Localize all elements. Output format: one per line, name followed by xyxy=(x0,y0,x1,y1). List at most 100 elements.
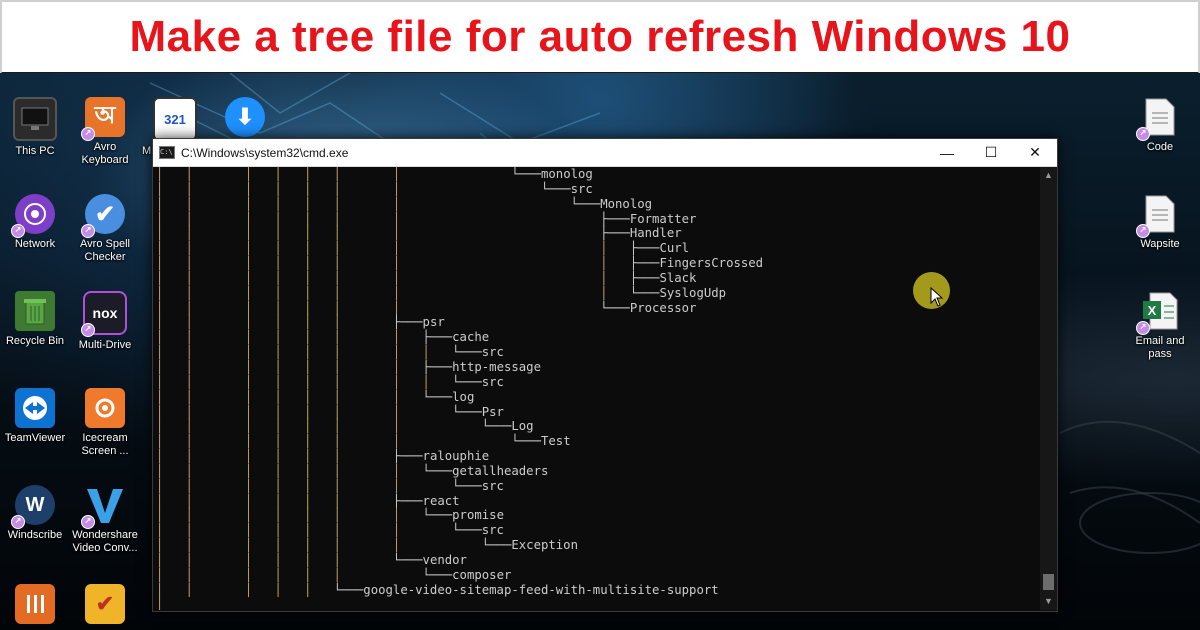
text-file-icon: ↗ xyxy=(1136,97,1180,141)
desktop-icon-download[interactable]: ⬇ xyxy=(210,97,280,141)
desktop-icon-network[interactable]: ↗ Network xyxy=(0,194,70,251)
shortcut-arrow-icon: ↗ xyxy=(81,323,95,337)
desktop-icon-wapsite[interactable]: ↗ Wapsite xyxy=(1125,194,1195,251)
shortcut-arrow-icon: ↗ xyxy=(11,515,25,529)
shortcut-arrow-icon: ↗ xyxy=(1136,224,1150,238)
nox-multi-drive-icon: nox ↗ xyxy=(81,291,127,337)
console-line: │ │ │ │ │ │ │ └───getallheaders xyxy=(156,463,549,478)
shortcut-arrow-icon: ↗ xyxy=(1136,127,1150,141)
console-line: │ │ │ │ │ │ │ └───Log xyxy=(156,419,534,434)
shortcut-arrow-icon: ↗ xyxy=(1136,321,1150,335)
desktop-icon-partial-orange[interactable] xyxy=(0,584,70,628)
console-line: │ │ │ │ │ │ │ └───Test xyxy=(156,434,571,449)
console-line: │ │ │ │ │ │ │ ├───http-message xyxy=(156,359,541,374)
desktop-icon-label: Code xyxy=(1146,141,1174,153)
console-line: │ │ │ │ │ │ │ └───Exception xyxy=(156,538,578,553)
desktop-icon-avro-keyboard[interactable]: অ ↗ Avro Keyboard xyxy=(70,97,140,167)
console-line: │ xyxy=(156,597,164,610)
this-pc-icon xyxy=(13,97,57,141)
desktop-icon-windscribe[interactable]: W ↗ Windscribe xyxy=(0,485,70,542)
desktop-icon-label: M xyxy=(142,145,152,157)
console-line: │ │ │ │ │ │ │ ├───cache xyxy=(156,330,490,345)
excel-file-icon: X ↗ xyxy=(1136,291,1180,335)
scroll-up-arrow-icon[interactable]: ▲ xyxy=(1044,170,1053,180)
desktop-icon-email-and-pass[interactable]: X ↗ Email and pass xyxy=(1125,291,1195,361)
network-icon: ↗ xyxy=(11,194,55,238)
recycle-bin-icon xyxy=(15,291,55,331)
sliders-app-icon xyxy=(15,584,55,624)
console-line: │ │ │ │ │ │ │ └───Monolog xyxy=(156,196,653,211)
cmd-app-icon[interactable]: C:\ xyxy=(159,146,175,159)
console-line: │ │ │ │ │ │ │ ├───Formatter xyxy=(156,211,697,226)
console-line: │ │ │ │ │ │ ├───react xyxy=(156,493,460,508)
close-button[interactable]: ✕ xyxy=(1029,144,1041,160)
teamviewer-icon xyxy=(15,388,55,428)
tree-output: │ │ │ │ │ │ │ └───monolog│ │ │ │ │ │ │ └… xyxy=(153,167,1039,610)
shortcut-arrow-icon: ↗ xyxy=(81,224,95,238)
cmd-titlebar[interactable]: C:\ C:\Windows\system32\cmd.exe — ☐ ✕ xyxy=(153,139,1057,167)
desktop-icon-media-player[interactable]: 321 M xyxy=(140,97,210,158)
console-line: │ │ │ │ │ │ │ └───Processor xyxy=(156,300,697,315)
desktop-icon-icecream-screen[interactable]: Icecream Screen ... xyxy=(70,388,140,458)
checklist-app-icon: ✔ xyxy=(85,584,125,624)
vertical-scrollbar[interactable]: ▲ ▼ xyxy=(1040,167,1057,610)
desktop-icon-label: Wapsite xyxy=(1140,238,1180,250)
console-line: │ │ │ │ │ │ │ │ └───src xyxy=(156,345,504,360)
console-line: │ │ │ │ │ │ │ ├───Handler xyxy=(156,226,682,241)
text-file-icon: ↗ xyxy=(1136,194,1180,238)
desktop-icon-label: Email and pass xyxy=(1135,335,1185,360)
console-line: │ │ │ │ │ │ │ │ ├───FingersCrossed xyxy=(156,256,764,271)
desktop-icon-label: Avro Spell Checker xyxy=(80,238,130,263)
wondershare-video-icon: ↗ xyxy=(81,485,125,529)
banner-title: Make a tree file for auto refresh Window… xyxy=(129,12,1071,61)
shortcut-arrow-icon: ↗ xyxy=(81,127,95,141)
window-title: C:\Windows\system32\cmd.exe xyxy=(181,145,349,160)
media-player-classic-icon: 321 xyxy=(153,97,197,141)
title-banner: Make a tree file for auto refresh Window… xyxy=(0,0,1200,75)
download-arrow-icon: ⬇ xyxy=(225,97,265,137)
desktop-icon-teamviewer[interactable]: TeamViewer xyxy=(0,388,70,445)
desktop-icon-recycle-bin[interactable]: Recycle Bin xyxy=(0,291,70,348)
console-line: │ │ │ │ │ │ │ └───promise xyxy=(156,508,504,523)
console-line: │ │ │ │ │ │ ├───ralouphie xyxy=(156,449,490,464)
console-line: │ │ │ │ │ └───google-video-sitemap-feed-… xyxy=(156,582,719,597)
icecream-screen-icon xyxy=(85,388,125,428)
avro-spell-checker-icon: ✔ ↗ xyxy=(81,194,125,238)
console-line: │ │ │ │ │ │ └───vendor xyxy=(156,552,467,567)
console-line: │ │ │ │ │ │ │ │ └───SyslogUdp xyxy=(156,285,727,300)
desktop-icon-label: Wondershare Video Conv... xyxy=(72,529,138,554)
console-line: │ │ │ │ │ │ │ └───monolog xyxy=(156,167,593,181)
minimize-button[interactable]: — xyxy=(940,144,954,161)
shortcut-arrow-icon: ↗ xyxy=(81,515,95,529)
desktop-icon-this-pc[interactable]: This PC xyxy=(0,97,70,158)
console-line: │ │ │ │ │ │ ├───psr xyxy=(156,315,445,330)
console-output-area[interactable]: │ │ │ │ │ │ │ └───monolog│ │ │ │ │ │ │ └… xyxy=(153,167,1039,610)
windscribe-icon: W ↗ xyxy=(11,485,55,529)
desktop-icon-wondershare-video[interactable]: ↗ Wondershare Video Conv... xyxy=(70,485,140,555)
desktop-icon-multi-drive[interactable]: nox ↗ Multi-Drive xyxy=(70,291,140,352)
scroll-down-arrow-icon[interactable]: ▼ xyxy=(1044,596,1053,606)
desktop-icon-label: TeamViewer xyxy=(4,432,66,444)
console-line: │ │ │ │ │ │ └───composer xyxy=(156,567,512,582)
console-line: │ │ │ │ │ │ │ └───Psr xyxy=(156,404,504,419)
desktop-icon-label: Multi-Drive xyxy=(78,339,132,351)
desktop-icon-label: Network xyxy=(14,238,56,250)
cmd-window[interactable]: C:\ C:\Windows\system32\cmd.exe — ☐ ✕ │ … xyxy=(152,138,1058,612)
desktop-icon-partial-checklist[interactable]: ✔ xyxy=(70,584,140,628)
desktop-icon-avro-spell-checker[interactable]: ✔ ↗ Avro Spell Checker xyxy=(70,194,140,264)
mouse-pointer-icon xyxy=(930,287,944,307)
maximize-button[interactable]: ☐ xyxy=(984,144,998,160)
scroll-thumb[interactable] xyxy=(1043,574,1054,590)
desktop-icon-label: Recycle Bin xyxy=(5,335,65,347)
shortcut-arrow-icon: ↗ xyxy=(11,224,25,238)
desktop-icon-label: This PC xyxy=(15,145,55,157)
desktop-icon-label: Avro Keyboard xyxy=(81,141,129,166)
console-line: │ │ │ │ │ │ │ │ ├───Curl xyxy=(156,241,690,256)
console-line: │ │ │ │ │ │ │ └───src xyxy=(156,181,593,196)
svg-text:X: X xyxy=(1148,303,1157,318)
desktop-icon-label: Windscribe xyxy=(7,529,63,541)
desktop-icon-code[interactable]: ↗ Code xyxy=(1125,97,1195,154)
console-line: │ │ │ │ │ │ │ └───log xyxy=(156,389,475,404)
avro-keyboard-icon: অ ↗ xyxy=(81,97,125,141)
desktop-icon-label: Icecream Screen ... xyxy=(81,432,129,457)
